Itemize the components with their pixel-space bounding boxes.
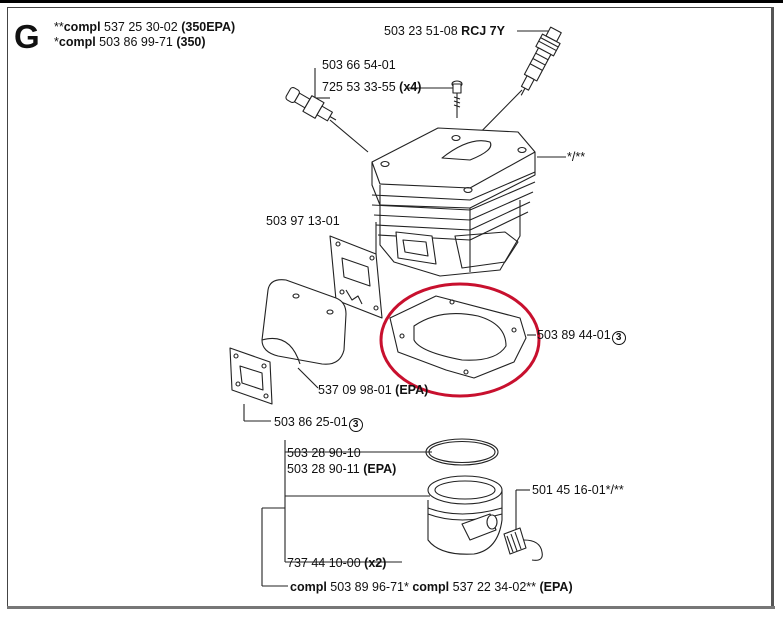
assembly-number: 503 86 99-71 — [99, 35, 173, 49]
part-label-circlip: 737 44 10-00 (x2) — [287, 556, 387, 570]
header-line-2: *compl 503 86 99-71 (350) — [54, 35, 206, 49]
part-label-intake-gasket: 503 97 13-01 — [266, 214, 340, 228]
part-label-spark-plug: 503 23 51-08 RCJ 7Y — [384, 24, 505, 38]
part-label-bearing: 501 45 16-01*/** — [532, 483, 624, 497]
assembly-number: 537 25 30-02 — [104, 20, 178, 34]
assembly-variant: (350) — [176, 35, 206, 49]
part-label-cylinder: */** — [567, 150, 586, 164]
highlight-circle — [379, 282, 541, 398]
circled-number: 3 — [348, 418, 363, 432]
part-label-valve: 503 66 54-01 — [322, 58, 396, 72]
part-label-screw: 725 53 33-55 (x4) — [322, 80, 422, 94]
compl-keyword: compl — [58, 35, 96, 49]
header-line-1: **compl 537 25 30-02 (350EPA) — [54, 20, 235, 34]
compl-prefix: * — [54, 35, 59, 49]
group-letter: G — [14, 18, 40, 55]
bottom-border — [7, 606, 775, 609]
circled-number: 3 — [611, 331, 626, 345]
part-label-ring-2: 503 28 90-11 (EPA) — [287, 462, 397, 476]
part-label-piston-assembly: compl 503 89 96-71* compl 537 22 34-02**… — [290, 580, 573, 594]
compl-prefix: ** — [54, 20, 64, 34]
compl-keyword: compl — [63, 20, 101, 34]
part-label-ring-1: 503 28 90-10 — [287, 446, 361, 460]
top-border — [0, 0, 783, 3]
part-label-muffler-cover: 537 09 98-01 (EPA) — [318, 383, 429, 397]
right-border — [771, 7, 774, 607]
assembly-variant: (350EPA) — [181, 20, 236, 34]
